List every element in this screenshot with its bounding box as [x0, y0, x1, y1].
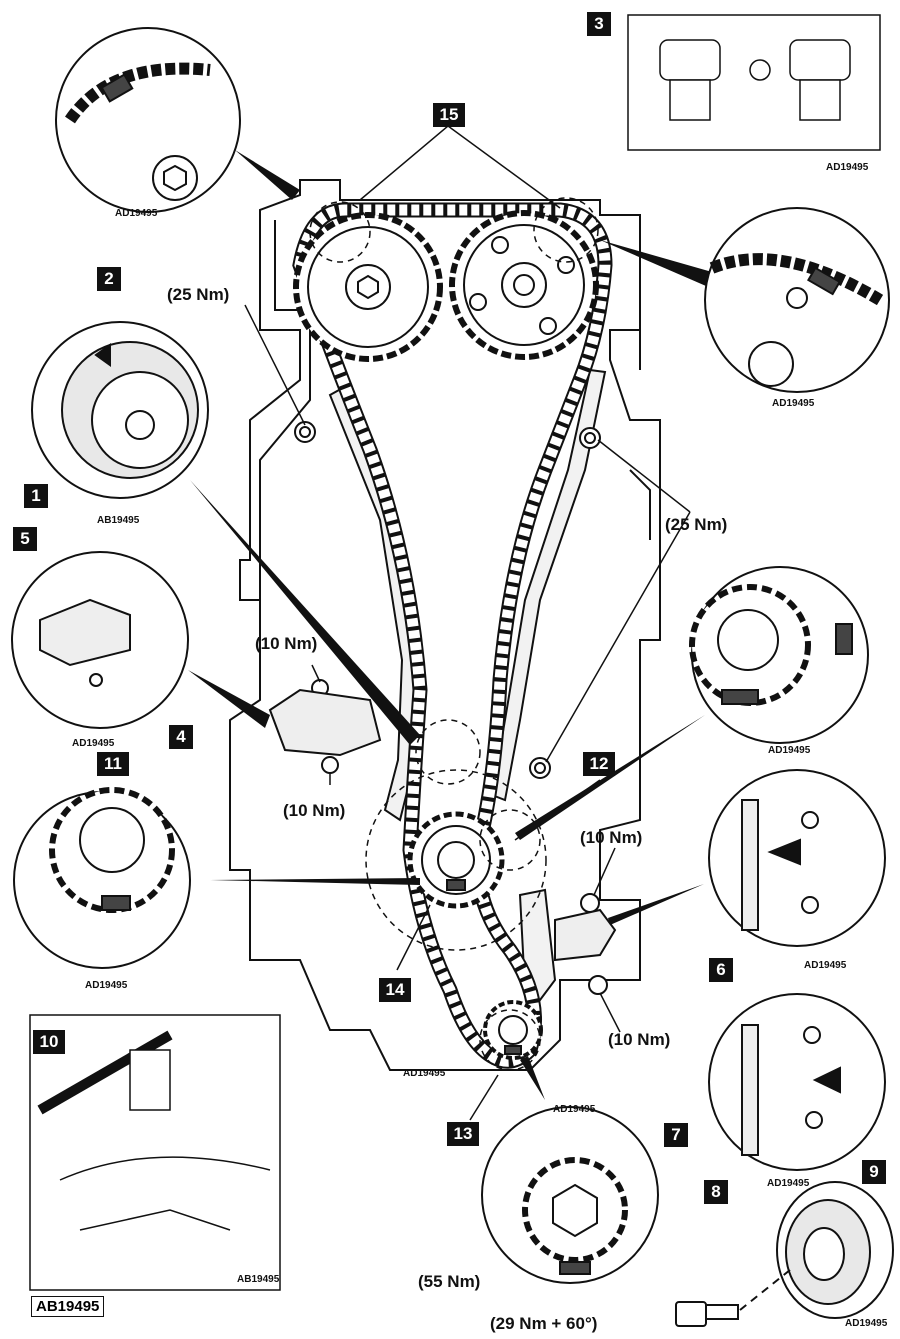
torque-25nm-left: (25 Nm) — [167, 285, 230, 304]
callout-4: 4 — [169, 725, 193, 749]
code-crank-right: AD19495 — [768, 745, 811, 756]
callout-10: 10 — [33, 1030, 65, 1054]
code-top-left: AD19495 — [115, 208, 158, 219]
bolts — [294, 421, 608, 995]
detail-connectors — [188, 150, 712, 1100]
torque-29nm-60deg: (29 Nm + 60°) — [490, 1314, 598, 1333]
detail-pulley — [31, 321, 209, 499]
code-guide-bottom: AD19495 — [767, 1178, 810, 1189]
callout-12: 12 — [583, 752, 615, 776]
crankshaft-sprocket — [407, 811, 505, 909]
code-oil-pump: AD19495 — [553, 1104, 596, 1115]
torque-25nm-right: (25 Nm) — [665, 515, 728, 534]
torque-10nm-right-bottom: (10 Nm) — [608, 1030, 671, 1049]
chain-tensioner — [268, 688, 382, 757]
callout-9: 9 — [862, 1160, 886, 1184]
torque-10nm-right-top: (10 Nm) — [580, 828, 643, 847]
code-pulley: AB19495 — [97, 515, 140, 526]
code-top-right: AD19495 — [826, 162, 869, 173]
detail-guide-bottom — [708, 993, 886, 1171]
detail-head-top-right — [627, 14, 881, 151]
callout-14: 14 — [379, 978, 411, 1002]
code-pulley-br: AD19495 — [845, 1318, 888, 1329]
lower-tensioner — [554, 908, 617, 962]
exhaust-cam-sprocket — [449, 210, 599, 360]
detail-tensioner — [11, 551, 189, 729]
detail-crank-left — [13, 787, 191, 969]
callout-2: 2 — [97, 267, 121, 291]
callout-3: 3 — [587, 12, 611, 36]
code-main: AD19495 — [403, 1068, 446, 1079]
callout-13: 13 — [447, 1122, 479, 1146]
detail-top-left — [55, 27, 241, 213]
callout-11: 11 — [97, 752, 129, 776]
detail-highlights — [309, 197, 599, 1071]
code-tensioner: AD19495 — [72, 738, 115, 749]
detail-crank-right — [689, 566, 869, 744]
callout-8: 8 — [704, 1180, 728, 1204]
figure-label: AB19495 — [31, 1296, 105, 1317]
torque-10nm-bottom: (10 Nm) — [283, 801, 346, 820]
code-tool: AB19495 — [237, 1274, 280, 1285]
callout-7: 7 — [664, 1123, 688, 1147]
callout-1: 1 — [24, 484, 48, 508]
detail-oil-pump — [481, 1106, 659, 1284]
torque-10nm-top: (10 Nm) — [255, 634, 318, 653]
callout-6: 6 — [709, 958, 733, 982]
detail-cam-right — [704, 207, 890, 393]
code-cam-right: AD19495 — [772, 398, 815, 409]
intake-cam-sprocket — [293, 212, 443, 362]
engine-block-outline — [229, 179, 661, 1071]
detail-guide-top — [708, 769, 886, 947]
crank-pulley-bottom-right — [776, 1181, 894, 1319]
crank-bolt — [675, 1269, 791, 1327]
callout-5: 5 — [13, 527, 37, 551]
code-guide-top: AD19495 — [804, 960, 847, 971]
torque-55nm: (55 Nm) — [418, 1272, 481, 1291]
detail-tool-bottom-left — [29, 1014, 281, 1291]
code-crank-left: AD19495 — [85, 980, 128, 991]
callout-15: 15 — [433, 103, 465, 127]
